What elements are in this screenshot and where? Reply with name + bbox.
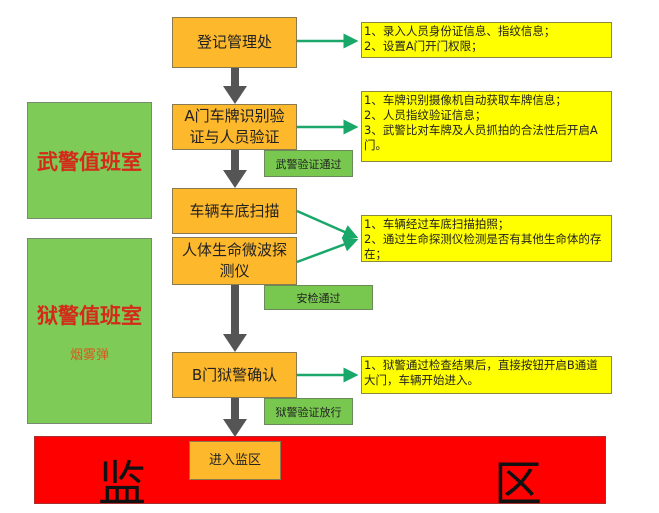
smoke-bomb-label: 烟雾弹 bbox=[69, 347, 109, 363]
note-line: 2、人员指纹验证信息； bbox=[364, 108, 487, 122]
note-line: 1、狱警通过检查结果后，直接按钮开启B通道大门，车辆开始进入。 bbox=[364, 358, 598, 387]
note-line: 1、录入人员身份证信息、指纹信息； bbox=[364, 24, 556, 38]
note-line: 1、车牌识别摄像机自动获取车牌信息； bbox=[364, 93, 567, 107]
step-gate-b: B门狱警确认 bbox=[172, 352, 297, 398]
step-register: 登记管理处 bbox=[172, 17, 297, 68]
prison-guard-room-label: 狱警值班室 bbox=[37, 303, 142, 328]
step-gate-a: A门车牌识别验证与人员验证 bbox=[172, 104, 297, 150]
zone-label-right: 区 bbox=[494, 456, 543, 512]
note-line: 2、通过生命探测仪检测是否有其他生命体的存在； bbox=[364, 232, 602, 261]
armed-police-room: 武警值班室 bbox=[27, 102, 152, 219]
note-line: 3、武警比对车牌及人员抓拍的合法性后开启A门。 bbox=[364, 123, 598, 152]
zone-label-left: 监 bbox=[98, 456, 147, 512]
armed-police-room-label: 武警值班室 bbox=[37, 149, 142, 174]
note-register: 1、录入人员身份证信息、指纹信息； 2、设置A门开门权限； bbox=[361, 22, 612, 58]
note-gate-b: 1、狱警通过检查结果后，直接按钮开启B通道大门，车辆开始进入。 bbox=[361, 356, 612, 394]
step-undercarriage-scan: 车辆车底扫描 bbox=[172, 188, 297, 234]
step-microwave-detector: 人体生命微波探测仪 bbox=[172, 237, 297, 285]
step-enter-zone: 进入监区 bbox=[189, 441, 281, 480]
side-arrows bbox=[296, 33, 359, 383]
tag-security-pass: 安检通过 bbox=[264, 285, 373, 310]
tag-guard-pass: 狱警验证放行 bbox=[264, 398, 353, 425]
note-scan: 1、车辆经过车底扫描拍照； 2、通过生命探测仪检测是否有其他生命体的存在； bbox=[361, 215, 612, 262]
tag-armed-pass: 武警验证通过 bbox=[264, 150, 353, 177]
prison-zone bbox=[34, 436, 606, 504]
note-gate-a: 1、车牌识别摄像机自动获取车牌信息； 2、人员指纹验证信息； 3、武警比对车牌及… bbox=[361, 91, 612, 162]
main-flow-arrows bbox=[223, 68, 247, 437]
note-line: 1、车辆经过车底扫描拍照； bbox=[364, 217, 510, 231]
note-line: 2、设置A门开门权限； bbox=[364, 39, 483, 53]
prison-guard-room: 狱警值班室 烟雾弹 bbox=[27, 238, 152, 424]
